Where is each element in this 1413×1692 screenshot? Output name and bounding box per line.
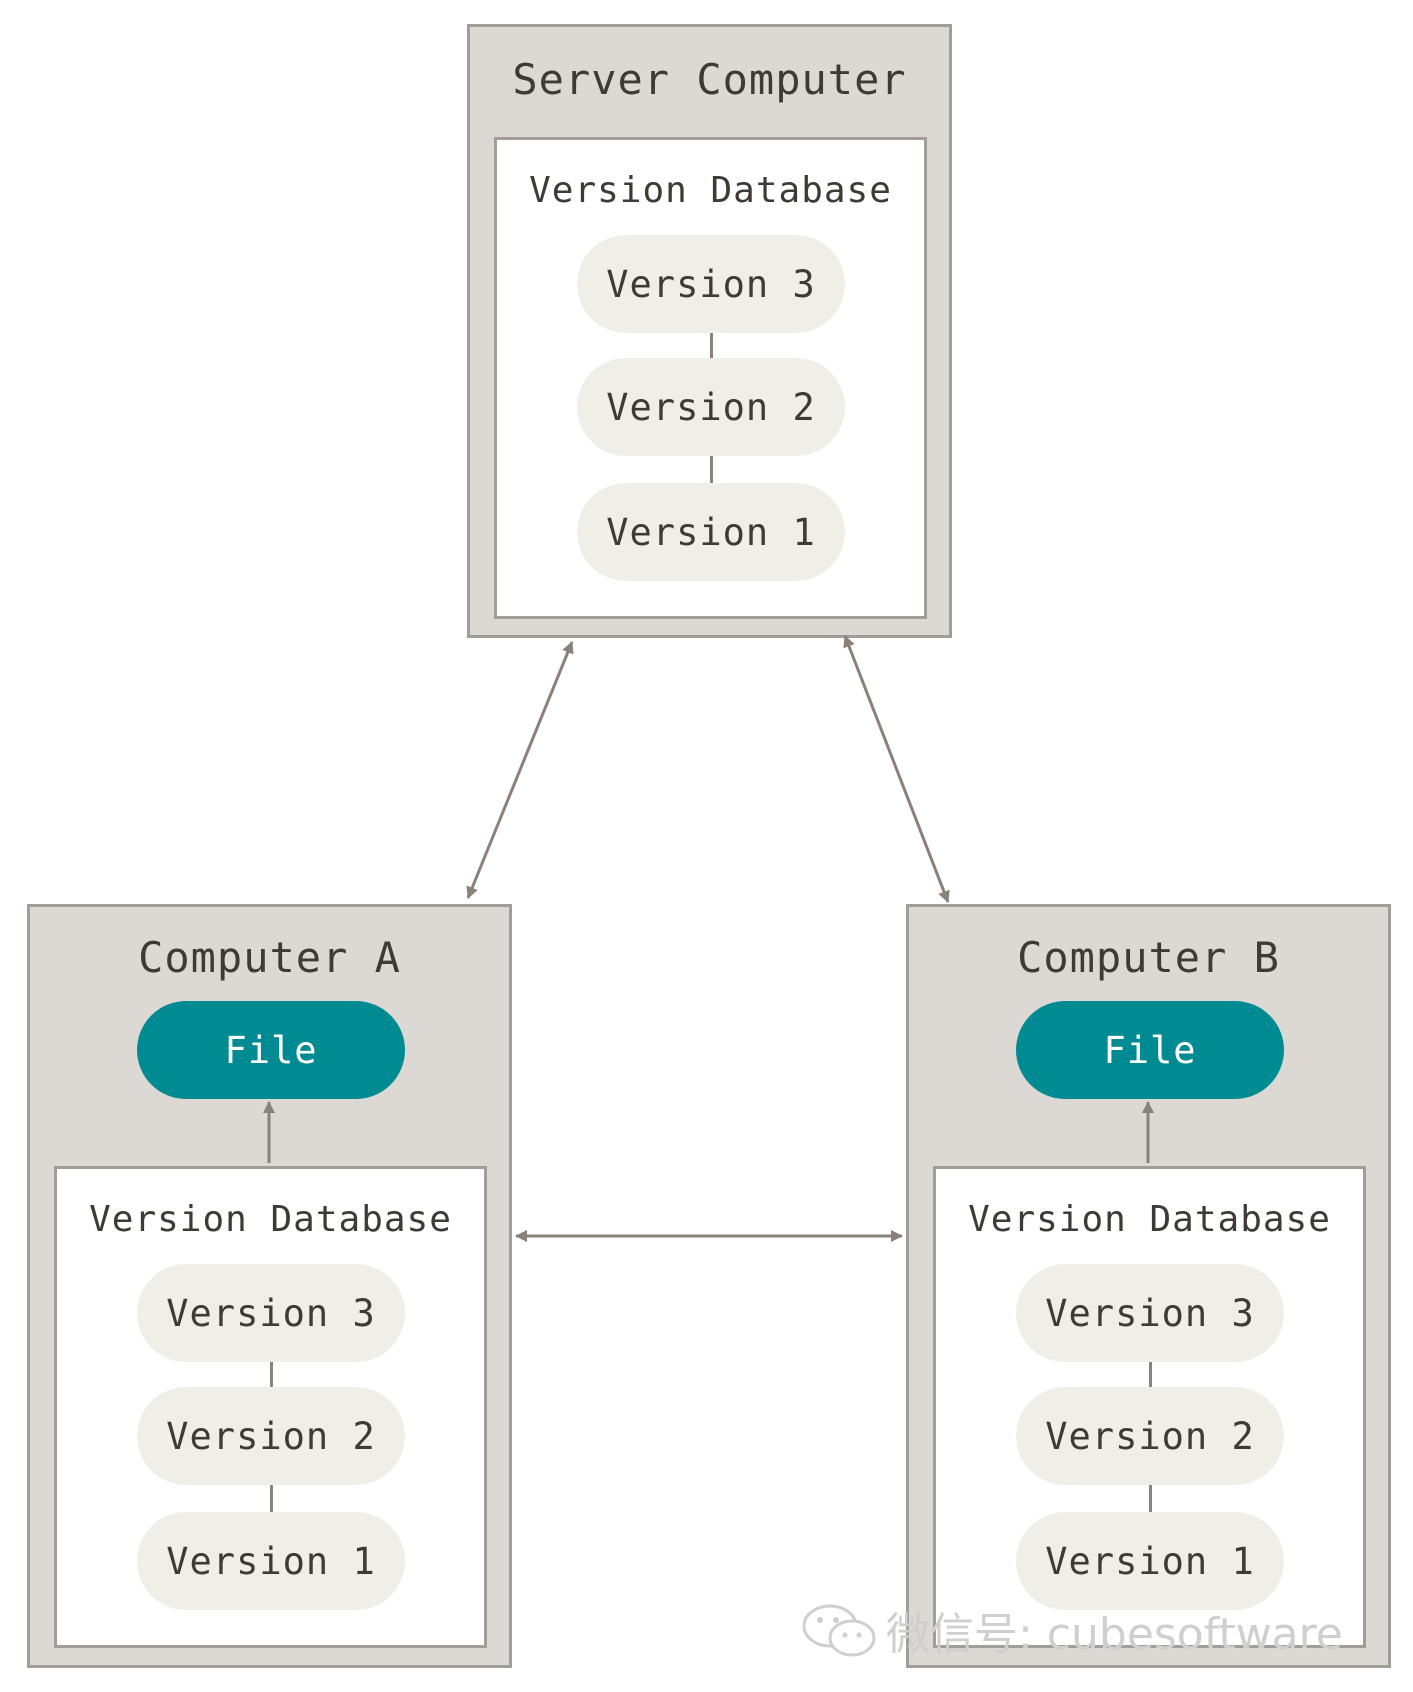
server-version-1: Version 1 bbox=[577, 483, 845, 581]
computer-b-database-title: Version Database bbox=[968, 1199, 1331, 1240]
server-database-title: Version Database bbox=[529, 170, 892, 211]
computer-b-box: Computer B File Version Database Version… bbox=[906, 904, 1391, 1668]
computer-b-connector-3-2 bbox=[1149, 1362, 1152, 1387]
computer-b-file: File bbox=[1016, 1001, 1284, 1099]
wechat-icon bbox=[802, 1604, 876, 1657]
computer-a-version-1: Version 1 bbox=[137, 1512, 405, 1610]
server-connector-2-1 bbox=[710, 456, 713, 483]
watermark-text: 微信号: cubesoftware bbox=[886, 1609, 1343, 1660]
arrow-server-computer-b bbox=[843, 635, 950, 903]
server-version-3: Version 3 bbox=[577, 235, 845, 333]
computer-a-version-database: Version Database Version 3 Version 2 Ver… bbox=[54, 1166, 487, 1648]
server-computer-title: Server Computer bbox=[512, 55, 907, 104]
computer-b-connector-2-1 bbox=[1149, 1485, 1152, 1512]
computer-a-version-2: Version 2 bbox=[137, 1387, 405, 1485]
computer-b-version-database: Version Database Version 3 Version 2 Ver… bbox=[933, 1166, 1366, 1648]
server-version-2: Version 2 bbox=[577, 358, 845, 456]
computer-a-database-title: Version Database bbox=[89, 1199, 452, 1240]
server-computer-box: Server Computer Version Database Version… bbox=[467, 24, 952, 638]
computer-a-title: Computer A bbox=[138, 933, 401, 982]
computer-a-box: Computer A File Version Database Version… bbox=[27, 904, 512, 1668]
computer-a-connector-3-2 bbox=[270, 1362, 273, 1387]
computer-b-version-1: Version 1 bbox=[1016, 1512, 1284, 1610]
computer-b-version-2: Version 2 bbox=[1016, 1387, 1284, 1485]
server-connector-3-2 bbox=[710, 333, 713, 358]
computer-a-file: File bbox=[137, 1001, 405, 1099]
computer-a-connector-2-1 bbox=[270, 1485, 273, 1512]
server-version-database: Version Database Version 3 Version 2 Ver… bbox=[494, 137, 927, 619]
arrow-server-computer-a bbox=[466, 641, 574, 899]
watermark: 微信号: cubesoftware bbox=[800, 1598, 1343, 1662]
computer-a-version-3: Version 3 bbox=[137, 1264, 405, 1362]
computer-b-title: Computer B bbox=[1017, 933, 1280, 982]
computer-b-version-3: Version 3 bbox=[1016, 1264, 1284, 1362]
